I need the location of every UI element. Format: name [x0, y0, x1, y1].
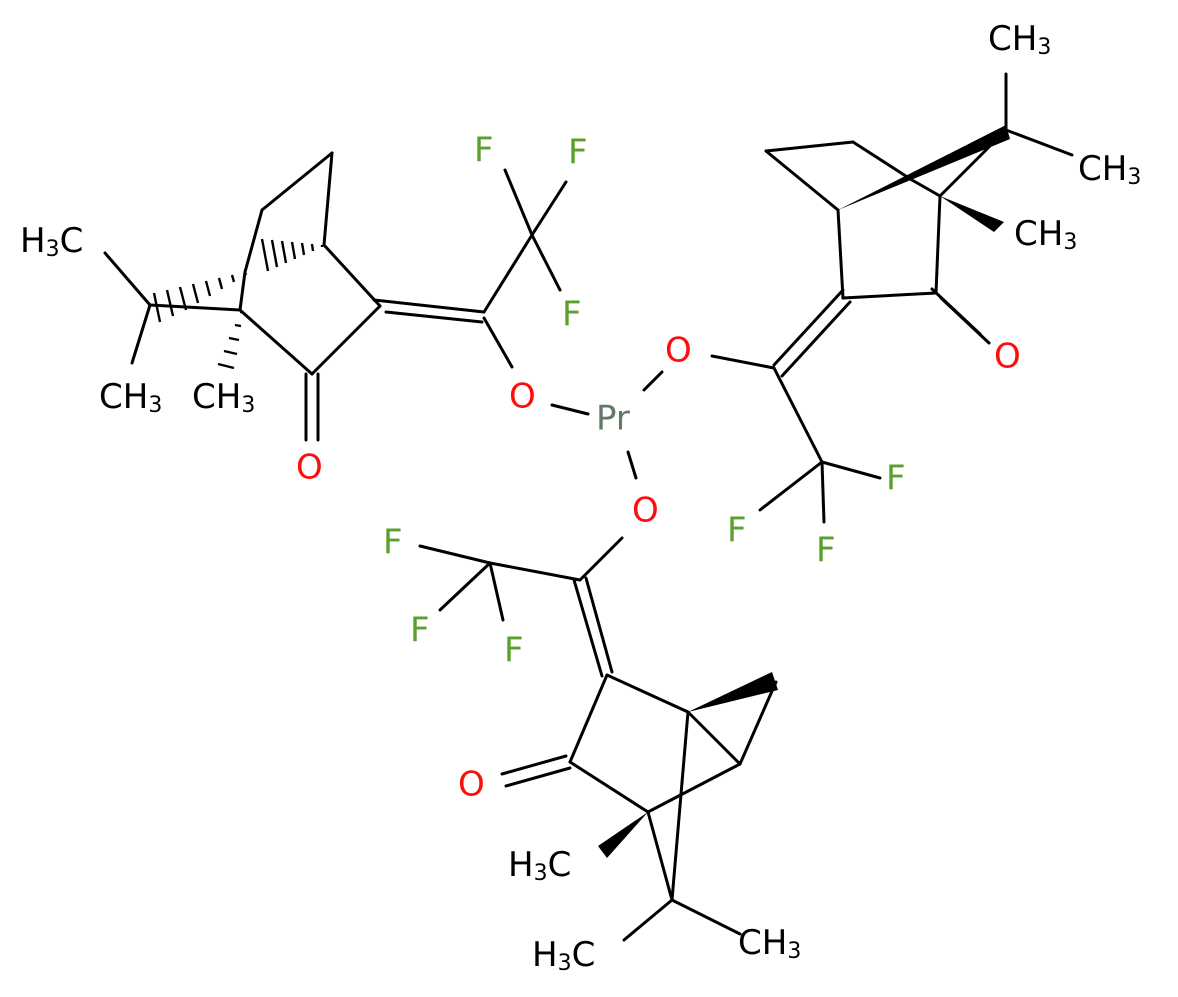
- oxygen-atom-label: O: [296, 448, 323, 488]
- methyl-label: CH3: [192, 377, 255, 419]
- hashed-bond: [217, 310, 242, 370]
- wedge-bond: [940, 196, 1004, 232]
- methyl-label: CH3: [738, 923, 801, 965]
- fluorine-atom-label: F: [568, 133, 588, 173]
- methyl-label: CH3: [988, 19, 1051, 61]
- oxygen-atom-label: O: [665, 331, 692, 371]
- fluorine-atom-label: F: [562, 295, 582, 335]
- fluorine-atom-label: F: [410, 611, 430, 651]
- methyl-label: H3C: [20, 221, 83, 263]
- oxygen-atom-label: O: [458, 765, 485, 805]
- fluorine-atom-label: F: [383, 523, 403, 563]
- ligand-bottom: [418, 536, 778, 942]
- hashed-bond: [152, 271, 248, 323]
- oxygen-atom-label: O: [632, 491, 659, 531]
- oxygen-atom-label: O: [994, 337, 1021, 377]
- ligand-right: [710, 72, 1074, 524]
- hashed-bond: [260, 238, 324, 272]
- fluorine-atom-label: F: [886, 459, 906, 499]
- methyl-label: CH3: [99, 377, 162, 419]
- methyl-label: CH3: [1078, 149, 1141, 191]
- fluorine-atom-label: F: [504, 631, 524, 671]
- metal-bonds: [550, 370, 664, 480]
- methyl-label: H3C: [532, 935, 595, 977]
- fluorine-atom-label: F: [474, 131, 494, 171]
- fluorine-atom-label: F: [816, 531, 836, 571]
- wedge-bond: [838, 125, 1010, 210]
- wedge-bond: [598, 812, 648, 858]
- methyl-label: CH3: [1014, 214, 1077, 256]
- oxygen-atom-label: O: [509, 377, 536, 417]
- wedge-bond: [688, 672, 778, 712]
- fluorine-atom-label: F: [727, 511, 747, 551]
- methyl-label: H3C: [508, 845, 571, 887]
- ligand-upper-left: [103, 151, 568, 442]
- metal-atom-label: Pr: [596, 399, 630, 439]
